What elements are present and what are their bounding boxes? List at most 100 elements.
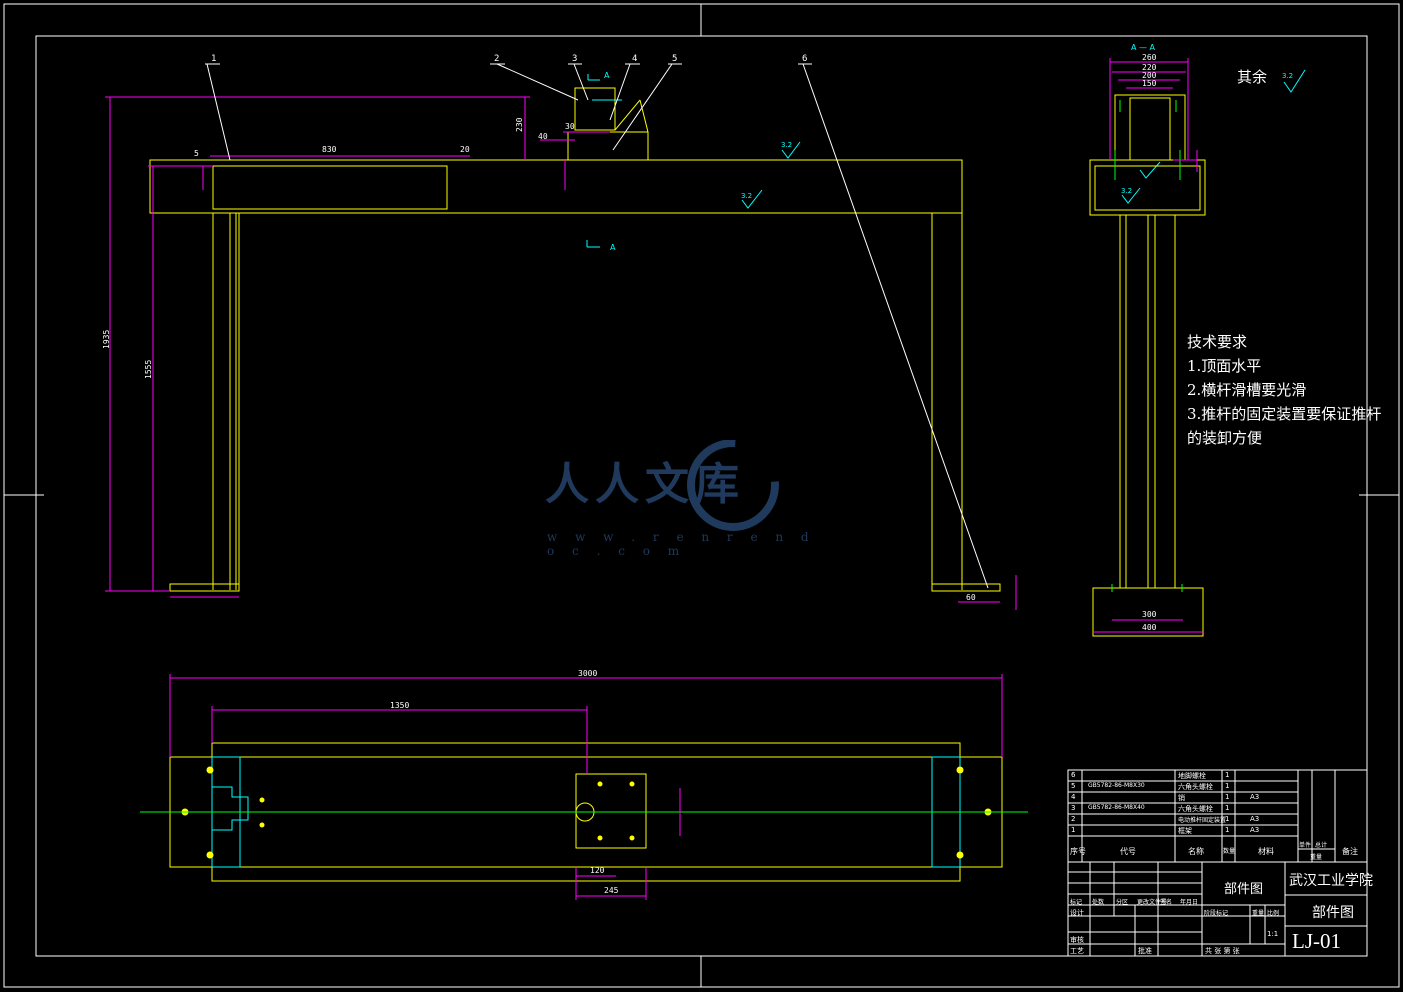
dim-30: 30 bbox=[565, 122, 575, 131]
row6-no: 6 bbox=[1071, 771, 1076, 779]
surface-rest-label: 其余 bbox=[1237, 68, 1268, 86]
row5-code: GB5782-86-M8X30 bbox=[1088, 782, 1145, 789]
row1-qty: 1 bbox=[1225, 826, 1230, 834]
tech-item-4: 的装卸方便 bbox=[1187, 429, 1263, 447]
sign-date: 年月日 bbox=[1180, 899, 1199, 906]
dim-220: 220 bbox=[1142, 63, 1157, 72]
callout-4: 4 bbox=[632, 54, 637, 64]
section-view-label: A — A bbox=[1131, 43, 1156, 52]
front-dimension-lines bbox=[105, 96, 1017, 610]
row1-name: 框架 bbox=[1178, 827, 1192, 835]
front-view bbox=[149, 87, 1001, 592]
label-approve: 批准 bbox=[1138, 947, 1152, 955]
row1-no: 1 bbox=[1071, 826, 1076, 834]
row1-material: A3 bbox=[1250, 826, 1260, 834]
stage-scale: 比例 bbox=[1267, 910, 1280, 917]
dim-400: 400 bbox=[1142, 623, 1157, 632]
row5-no: 5 bbox=[1071, 782, 1076, 790]
tech-item-2: 2.横杆滑槽要光滑 bbox=[1187, 381, 1307, 399]
row2-material: A3 bbox=[1250, 815, 1260, 823]
drawing-type: 部件图 bbox=[1224, 882, 1264, 897]
school-name: 武汉工业学院 bbox=[1289, 873, 1373, 889]
hdr-total: 总计 bbox=[1315, 842, 1328, 849]
hdr-no: 序号 bbox=[1070, 847, 1086, 856]
watermark-logo-icon bbox=[687, 440, 779, 531]
top-view-holes bbox=[181, 766, 992, 859]
roughness-label-4: 3.2 bbox=[1121, 187, 1132, 195]
callout-1: 1 bbox=[211, 54, 216, 64]
row2-no: 2 bbox=[1071, 815, 1076, 823]
callout-3: 3 bbox=[572, 54, 577, 64]
hdr-unit: 单件 bbox=[1299, 842, 1312, 849]
technical-requirements: 技术要求 1.顶面水平 2.横杆滑槽要光滑 3.推杆的固定装置要保证推杆 的装卸… bbox=[1187, 330, 1381, 450]
roughness-symbols bbox=[741, 69, 1306, 209]
dim-1935: 1935 bbox=[102, 330, 111, 349]
sign-doc: 更改文件号 bbox=[1137, 899, 1168, 906]
row4-material: A3 bbox=[1250, 793, 1260, 801]
callout-2: 2 bbox=[494, 54, 499, 64]
drawing-number: LJ-01 bbox=[1292, 929, 1341, 953]
row3-name: 六角头螺栓 bbox=[1178, 805, 1213, 813]
dim-20: 20 bbox=[460, 145, 470, 154]
hdr-name: 名称 bbox=[1188, 847, 1204, 856]
row4-no: 4 bbox=[1071, 793, 1076, 801]
hdr-remark: 备注 bbox=[1342, 847, 1358, 856]
dim-5: 5 bbox=[194, 149, 199, 158]
hdr-qty: 数量 bbox=[1223, 848, 1236, 855]
part-callouts: 1 2 3 4 5 6 bbox=[211, 54, 807, 64]
hdr-weight: 重量 bbox=[1310, 854, 1323, 861]
sign-mark: 标记 bbox=[1070, 899, 1083, 906]
roughness-label-1: 3.2 bbox=[781, 141, 792, 149]
hdr-code: 代号 bbox=[1120, 847, 1136, 856]
dim-40: 40 bbox=[538, 132, 548, 141]
watermark-text: 人人文库 bbox=[545, 459, 745, 510]
tech-item-1: 1.顶面水平 bbox=[1187, 357, 1262, 375]
top-dimension-lines bbox=[169, 674, 1003, 900]
label-process: 工艺 bbox=[1070, 947, 1084, 955]
side-dimension-lines bbox=[1093, 58, 1203, 633]
dim-total: 3000 bbox=[578, 669, 597, 678]
sign-zone: 分区 bbox=[1116, 899, 1129, 906]
sign-name: 签名 bbox=[1160, 899, 1173, 906]
dimension-labels: 830 20 5 230 40 30 1935 1555 60 260 220 … bbox=[102, 53, 1157, 895]
dim-120: 120 bbox=[590, 866, 605, 875]
watermark-url: w w w . r e n r e n d o c . c o m bbox=[547, 530, 816, 558]
row5-qty: 1 bbox=[1225, 782, 1230, 790]
roughness-label-3: 3.2 bbox=[1282, 72, 1293, 80]
row3-code: GB5782-86-M8X40 bbox=[1088, 804, 1145, 811]
stage-weight: 重量 bbox=[1252, 910, 1265, 917]
side-hardware bbox=[1111, 100, 1183, 592]
side-view bbox=[1089, 94, 1206, 637]
row4-qty: 1 bbox=[1225, 793, 1230, 801]
sheet-border bbox=[3, 3, 1400, 988]
sign-count: 处数 bbox=[1092, 899, 1105, 906]
row2-qty: 1 bbox=[1225, 815, 1230, 823]
stage-mark: 阶段标记 bbox=[1204, 910, 1229, 917]
callout-5: 5 bbox=[672, 54, 677, 64]
dim-230: 230 bbox=[515, 117, 524, 132]
row2-name: 电动推杆固定装置 bbox=[1178, 817, 1227, 824]
row6-name: 地脚螺栓 bbox=[1178, 772, 1206, 780]
section-labels: A — A A A 3.2 3.2 3.2 3.2 bbox=[604, 43, 1293, 252]
dim-830: 830 bbox=[322, 145, 337, 154]
dim-260: 260 bbox=[1142, 53, 1157, 62]
watermark: 人人文库 w w w . r e n r e n d o c . c o m bbox=[545, 440, 835, 558]
section-marker-bottom: A bbox=[610, 243, 616, 252]
row5-name: 六角头螺栓 bbox=[1178, 783, 1213, 791]
dim-60: 60 bbox=[966, 593, 976, 602]
dim-1555: 1555 bbox=[144, 360, 153, 379]
dim-200: 200 bbox=[1142, 71, 1157, 80]
dim-245: 245 bbox=[604, 886, 619, 895]
sheet-count: 共 张 第 张 bbox=[1205, 947, 1240, 955]
row3-qty: 1 bbox=[1225, 804, 1230, 812]
hdr-material: 材料 bbox=[1258, 847, 1274, 856]
section-marker-top: A bbox=[604, 71, 610, 80]
row6-qty: 1 bbox=[1225, 771, 1230, 779]
dim-300: 300 bbox=[1142, 610, 1157, 619]
drawing-name: 部件图 bbox=[1312, 905, 1354, 921]
callout-6: 6 bbox=[802, 54, 807, 64]
title-block-grid bbox=[1067, 769, 1368, 957]
callout-lines bbox=[205, 63, 989, 589]
dim-150: 150 bbox=[1142, 79, 1157, 88]
